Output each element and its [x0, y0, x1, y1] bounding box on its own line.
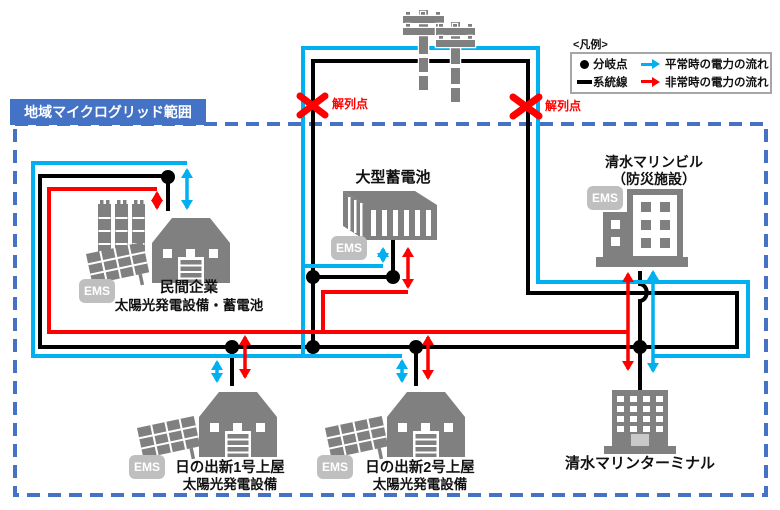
branch-dot-symbol [576, 59, 593, 69]
warehouse-icon [387, 392, 465, 457]
microgrid-boundary [13, 122, 768, 497]
marine-building-desc: （防災施設） [612, 171, 696, 187]
legend-label: 系統線 [593, 76, 628, 89]
disconnection-label-left: 解列点 [332, 97, 369, 111]
private-company-desc: 太陽光発電設備・蓄電池 [114, 298, 264, 313]
ems-badge-hinode2: EMS [317, 455, 353, 479]
emergency-flow-arrow-symbol [641, 76, 663, 87]
disconnection-label-right: 解列点 [545, 99, 582, 113]
ems-badge-battery: EMS [331, 236, 367, 260]
grid-line-symbol [576, 79, 593, 84]
hinode2-desc: 太陽光発電設備 [372, 477, 468, 492]
marine-building-icon [596, 189, 688, 267]
marine-building-name: 清水マリンビル [605, 154, 703, 170]
marine-terminal-icon [604, 390, 676, 454]
legend-row-2: 系統線 非常時の電力の流れ [576, 74, 769, 90]
ems-badge-marine-building: EMS [587, 186, 623, 210]
hinode2-name: 日の出新2号上屋 [365, 460, 475, 476]
normal-flow-arrow-symbol [641, 59, 663, 70]
disconnection-x-right [509, 93, 543, 120]
emergency-flow-lines [47, 187, 634, 380]
hinode1-name: 日の出新1号上屋 [175, 460, 285, 476]
normal-flow-lines [31, 46, 750, 383]
private-company-name: 民間企業 [160, 280, 218, 296]
hinode1-desc: 太陽光発電設備 [182, 477, 278, 492]
utility-poles-icon [401, 8, 477, 104]
warehouse-icon [199, 392, 277, 457]
legend-label: 平常時の電力の流れ [665, 59, 769, 72]
ems-badge-hinode1: EMS [129, 455, 165, 479]
branch-points [161, 170, 647, 354]
marine-terminal-name: 清水マリンターミナル [564, 455, 716, 472]
large-battery-icon [343, 191, 437, 240]
warehouse-icon [152, 218, 230, 283]
ems-badge-private: EMS [79, 279, 115, 303]
legend-label: 分岐点 [593, 59, 628, 72]
microgrid-range-title: 地域マイクログリッド範囲 [10, 99, 206, 125]
legend-row-1: 分岐点 平常時の電力の流れ [576, 56, 769, 72]
legend-label: 非常時の電力の流れ [665, 76, 769, 89]
disconnection-x-left [296, 92, 329, 119]
legend-box: 分岐点 平常時の電力の流れ 系統線 非常時の電力の流れ [570, 52, 772, 94]
large-battery-name: 大型蓄電池 [355, 169, 431, 186]
legend-title: <凡例> [573, 39, 608, 51]
